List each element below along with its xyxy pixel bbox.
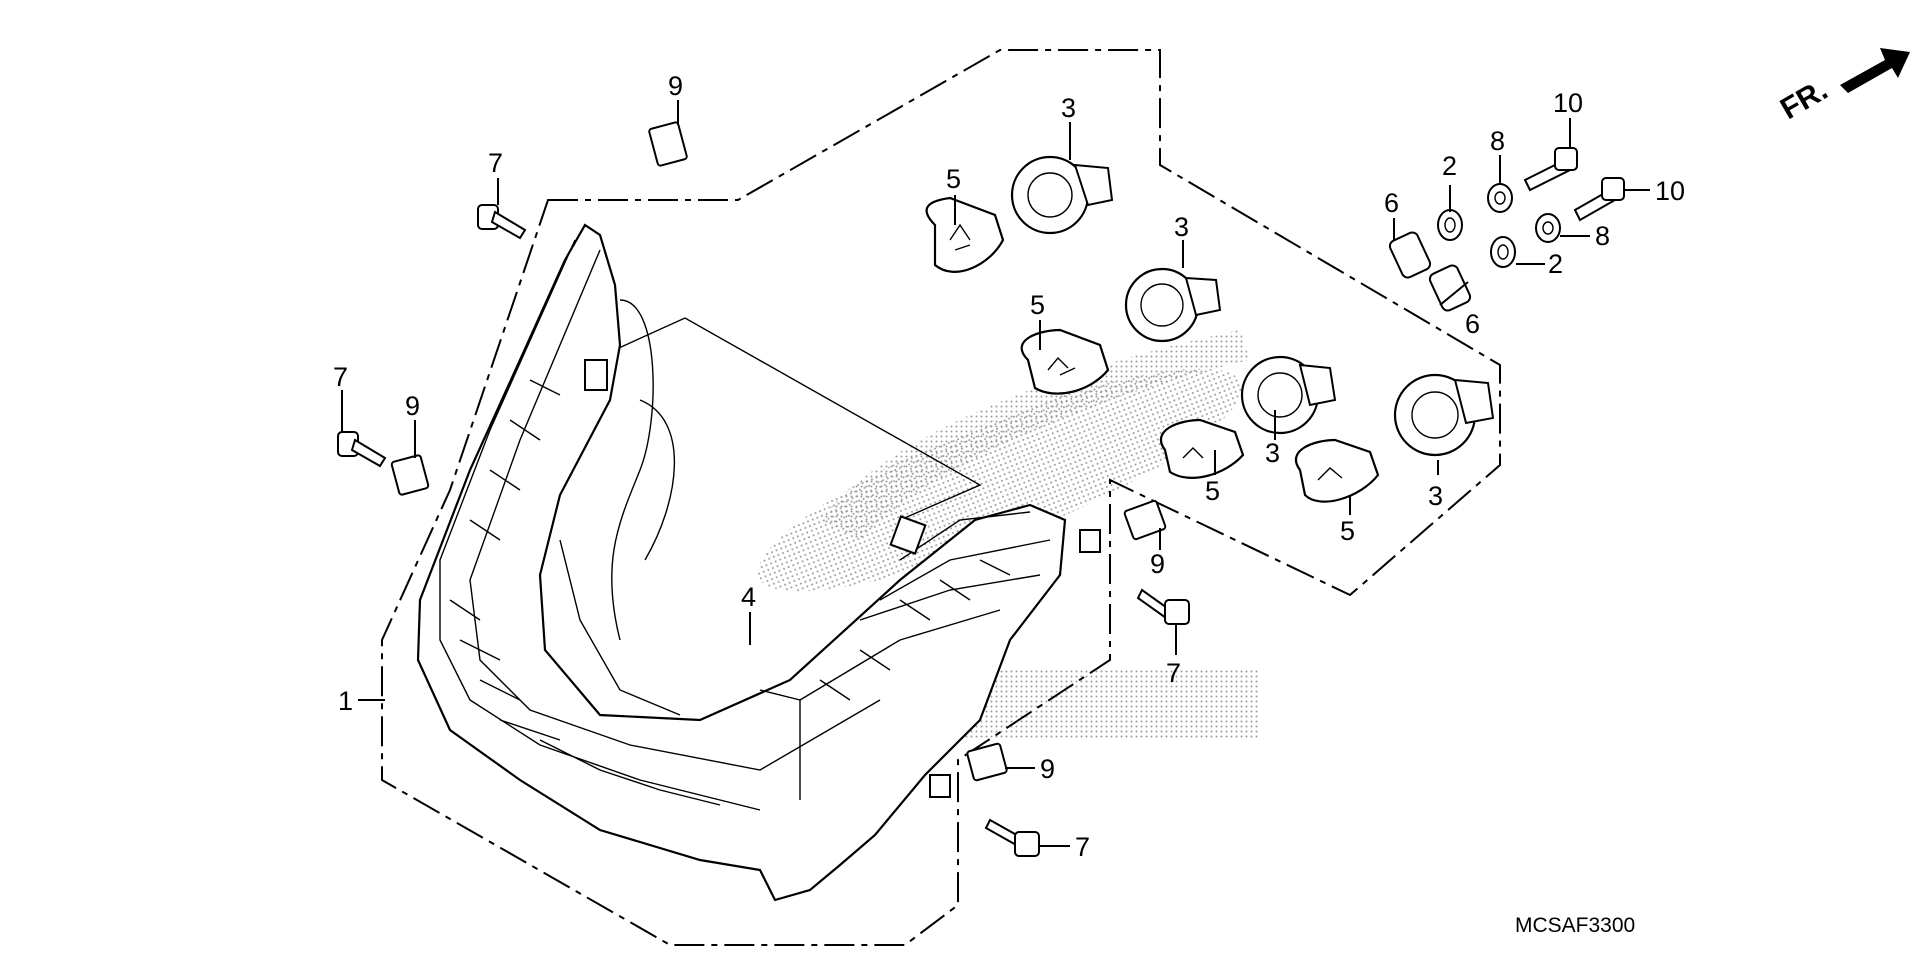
callout-8: 8 [1490,126,1505,156]
callout-3: 3 [1428,481,1443,511]
callouts: 1 2 2 3 3 3 3 4 5 5 5 5 6 6 7 7 7 7 8 8 … [333,71,1685,862]
callout-2: 2 [1442,151,1457,181]
screw-7a [477,204,527,240]
callout-5: 5 [946,164,961,194]
bulb-5c [1159,418,1245,479]
screw-7d [984,818,1040,857]
callout-3: 3 [1265,438,1280,468]
socket-3d [1393,373,1495,457]
callout-7: 7 [1166,658,1181,688]
callout-3: 3 [1174,212,1189,242]
callout-5: 5 [1340,516,1355,546]
callout-3: 3 [1061,93,1076,123]
callout-4: 4 [741,582,756,612]
callout-10: 10 [1553,88,1583,118]
clip-9b [390,454,430,496]
callout-1: 1 [338,686,353,716]
grommet-6b [1428,264,1472,312]
bulb-5a [925,196,1005,273]
callout-9: 9 [1040,754,1055,784]
callout-7: 7 [333,362,348,392]
socket-3c [1240,355,1337,435]
bulb-5d [1294,438,1380,503]
callout-9: 9 [405,391,420,421]
screw-7c [1136,588,1190,625]
callout-9: 9 [668,71,683,101]
arrow-icon [1840,48,1910,93]
callout-6: 6 [1384,188,1399,218]
assembly-boundary-1 [381,49,1501,946]
callout-2: 2 [1548,249,1563,279]
callout-5: 5 [1205,476,1220,506]
screw-10b [1573,177,1625,222]
callout-9: 9 [1150,549,1165,579]
direction-label: FR. [1775,73,1833,126]
callout-6: 6 [1465,309,1480,339]
clip-9c [1123,499,1167,541]
socket-3b [1124,267,1222,343]
callout-7: 7 [488,148,503,178]
taillight-housing [416,223,1101,902]
front-direction-indicator: FR. [1775,48,1910,126]
screw-10a [1523,147,1578,192]
collar-2a [1437,209,1463,241]
collar-2b [1490,236,1516,268]
callout-7: 7 [1075,832,1090,862]
clip-9d [966,742,1008,782]
callout-5: 5 [1030,290,1045,320]
washer-8b [1535,213,1561,243]
diagram-code: MCSAF3300 [1515,914,1635,937]
screw-7b [337,431,387,468]
clip-9a [648,121,688,167]
grommet-6a [1388,231,1432,279]
washer-8a [1487,183,1513,213]
leader-lines [341,100,1650,847]
bulb-5b [1020,328,1110,395]
callout-8: 8 [1595,221,1610,251]
callout-10: 10 [1655,176,1685,206]
socket-3a [1010,155,1114,235]
